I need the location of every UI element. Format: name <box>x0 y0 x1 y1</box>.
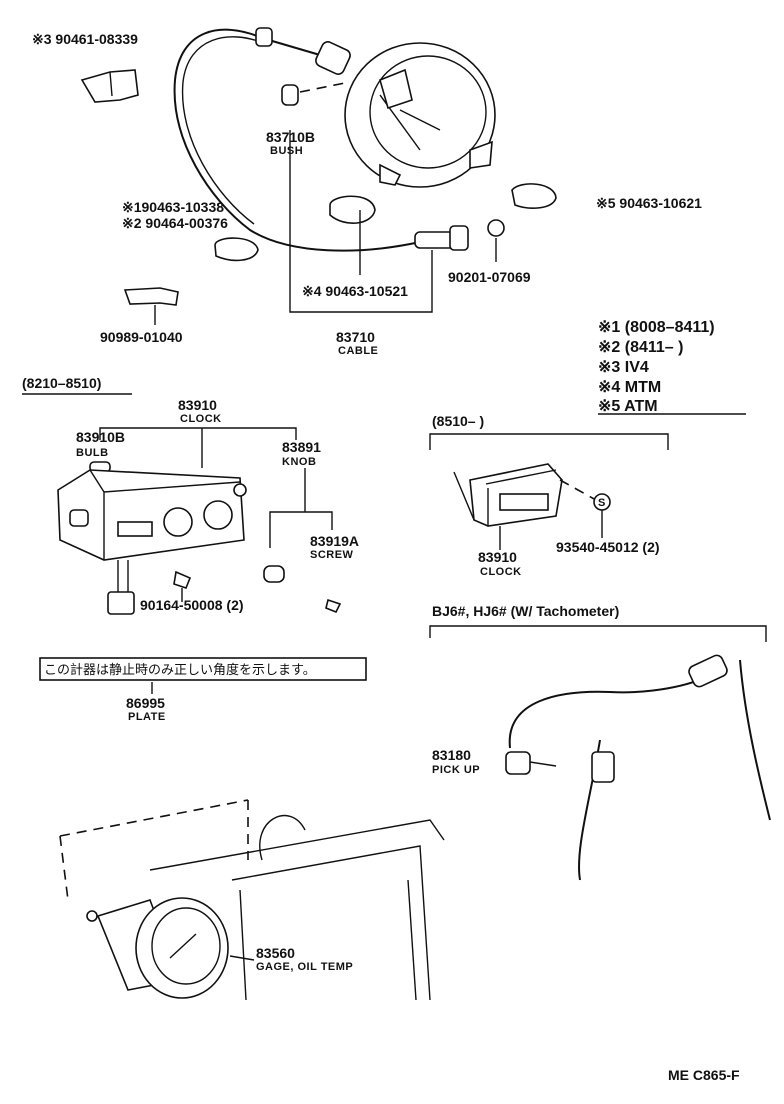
label-90463-10338: ※190463-10338 <box>122 199 224 215</box>
washer-90201 <box>487 219 505 237</box>
label-pick-up: PICK UP <box>432 764 480 776</box>
label-clock: CLOCK <box>180 413 222 425</box>
label-gage-oil-temp: GAGE, OIL TEMP <box>256 961 353 973</box>
label-90461: ※3 90461-08339 <box>32 31 138 47</box>
legend-item-4: ※4 MTM <box>598 379 661 396</box>
label-tachometer: BJ6#, HJ6# (W/ Tachometer) <box>432 603 619 619</box>
label-90463-10621: ※5 90463-10621 <box>596 195 702 211</box>
label-83891: 83891 <box>282 439 321 455</box>
label-bulb: BULB <box>76 447 109 459</box>
label-screw: SCREW <box>310 549 354 561</box>
speedometer-meter <box>344 42 496 188</box>
label-90464: ※2 90464-00376 <box>122 215 228 231</box>
grommet-top <box>255 27 273 47</box>
label-bush: BUSH <box>270 145 303 157</box>
label-clock-new: CLOCK <box>480 566 522 578</box>
warning-plate: この計器は静止時のみ正しい角度を示します。 <box>39 657 367 681</box>
label-cable: CABLE <box>338 345 378 357</box>
label-83910: 83910 <box>178 397 217 413</box>
legend-item-5: ※5 ATM <box>598 398 658 415</box>
knob-part <box>263 565 285 583</box>
label-90989: 90989-01040 <box>100 329 183 345</box>
label-93540: 93540-45012 (2) <box>556 539 660 555</box>
clamp-90463-10521 <box>329 195 376 224</box>
cable-nut <box>449 225 469 251</box>
screw-83919a <box>325 598 342 614</box>
label-90164: 90164-50008 (2) <box>140 597 244 613</box>
label-83910b: 83910B <box>76 429 125 445</box>
label-83560: 83560 <box>256 945 295 961</box>
label-83919a: 83919A <box>310 533 359 549</box>
legend-item-2: ※2 (8411– ) <box>598 339 683 356</box>
label-range-8510: (8510– ) <box>432 413 484 429</box>
screw-90164 <box>173 570 192 589</box>
label-86995: 86995 <box>126 695 165 711</box>
tacho-pickup-group <box>505 654 771 881</box>
drawing-code: ME C865-F <box>668 1067 740 1083</box>
label-range-8210-8510: (8210–8510) <box>22 375 101 391</box>
plate-text: この計器は静止時のみ正しい角度を示します。 <box>44 662 316 678</box>
speedometer-cable-group <box>80 27 557 325</box>
dash-panel <box>59 799 445 1001</box>
label-plate: PLATE <box>128 711 166 723</box>
cable-fitting-bottom <box>414 231 456 249</box>
clock-unit-new: S <box>453 463 611 527</box>
label-90463-10521: ※4 90463-10521 <box>302 283 408 299</box>
cable-fitting-top <box>315 41 351 75</box>
bracket-90989 <box>123 287 179 306</box>
clock-unit-old <box>57 469 247 615</box>
bush-part <box>281 84 299 106</box>
clamp-90463-10621 <box>511 183 557 209</box>
oil-temp-gage <box>86 897 229 999</box>
legend-item-1: ※1 (8008–8411) <box>598 319 715 336</box>
label-knob: KNOB <box>282 456 316 468</box>
clamp-90463-10338 <box>214 237 259 262</box>
label-83180: 83180 <box>432 747 471 763</box>
label-90201: 90201-07069 <box>448 269 531 285</box>
label-83910-new: 83910 <box>478 549 517 565</box>
label-83710: 83710 <box>336 329 375 345</box>
legend: ※1 (8008–8411) ※2 (8411– ) ※3 IV4 ※4 MTM… <box>598 319 746 415</box>
legend-item-3: ※3 IV4 <box>598 359 649 376</box>
s-mark-label: S <box>598 497 606 509</box>
label-83710b: 83710B <box>266 129 315 145</box>
